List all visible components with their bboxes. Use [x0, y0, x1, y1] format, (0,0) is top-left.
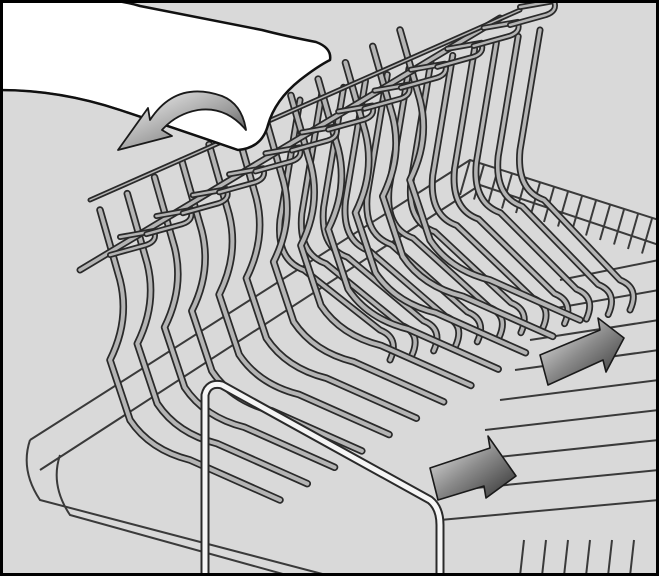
tine-row-back — [276, 26, 637, 364]
tine-wire — [297, 90, 419, 359]
basket-rim — [25, 439, 331, 576]
tine-wire — [96, 206, 284, 504]
tine-wire — [406, 58, 528, 337]
tine-wire — [363, 71, 485, 346]
rail-bar — [87, 7, 523, 203]
basket-wire — [484, 409, 659, 431]
tine-wire — [319, 83, 441, 355]
basket-wire — [563, 539, 569, 576]
basket-wire — [585, 539, 591, 576]
tine-wire — [205, 140, 393, 439]
tine-wire — [123, 189, 312, 488]
tine-wire — [314, 75, 502, 373]
tine-row-front — [96, 26, 584, 504]
basket-wire — [599, 204, 611, 241]
basket-wire — [541, 539, 547, 576]
tine-wire — [232, 124, 421, 422]
basket-wire — [641, 218, 653, 254]
rotate-arrow-icon — [117, 90, 247, 151]
tine-wire — [368, 42, 557, 341]
basket-wire — [627, 213, 639, 250]
basket-front-handle — [200, 380, 445, 576]
tine-wire — [150, 173, 339, 472]
tine-wire — [472, 39, 594, 323]
basket-wire — [629, 539, 635, 576]
basket-wire — [613, 209, 625, 245]
tine-wire — [396, 26, 584, 324]
slide-arrow-icon — [539, 317, 625, 386]
tine-wire — [276, 96, 397, 364]
tine-wire — [287, 91, 475, 390]
basket-wire — [585, 200, 597, 236]
tine-wire — [516, 26, 637, 314]
hand-icon — [0, 0, 332, 152]
basket-wire — [519, 539, 525, 576]
basket-wire — [607, 539, 613, 576]
tine-wire — [259, 108, 448, 406]
tine-wire — [494, 32, 615, 319]
basket-wire — [439, 499, 659, 521]
slide-arrow-icon — [429, 435, 517, 501]
tine-wire — [450, 45, 572, 328]
tine-wire — [341, 58, 530, 357]
basket-wire — [571, 195, 583, 232]
rail-bar — [76, 14, 504, 274]
basket-rim — [55, 454, 291, 576]
tine-wire — [428, 51, 550, 332]
tine-rail — [76, 0, 558, 274]
basket-wire — [459, 159, 471, 196]
basket-wire — [499, 379, 659, 401]
